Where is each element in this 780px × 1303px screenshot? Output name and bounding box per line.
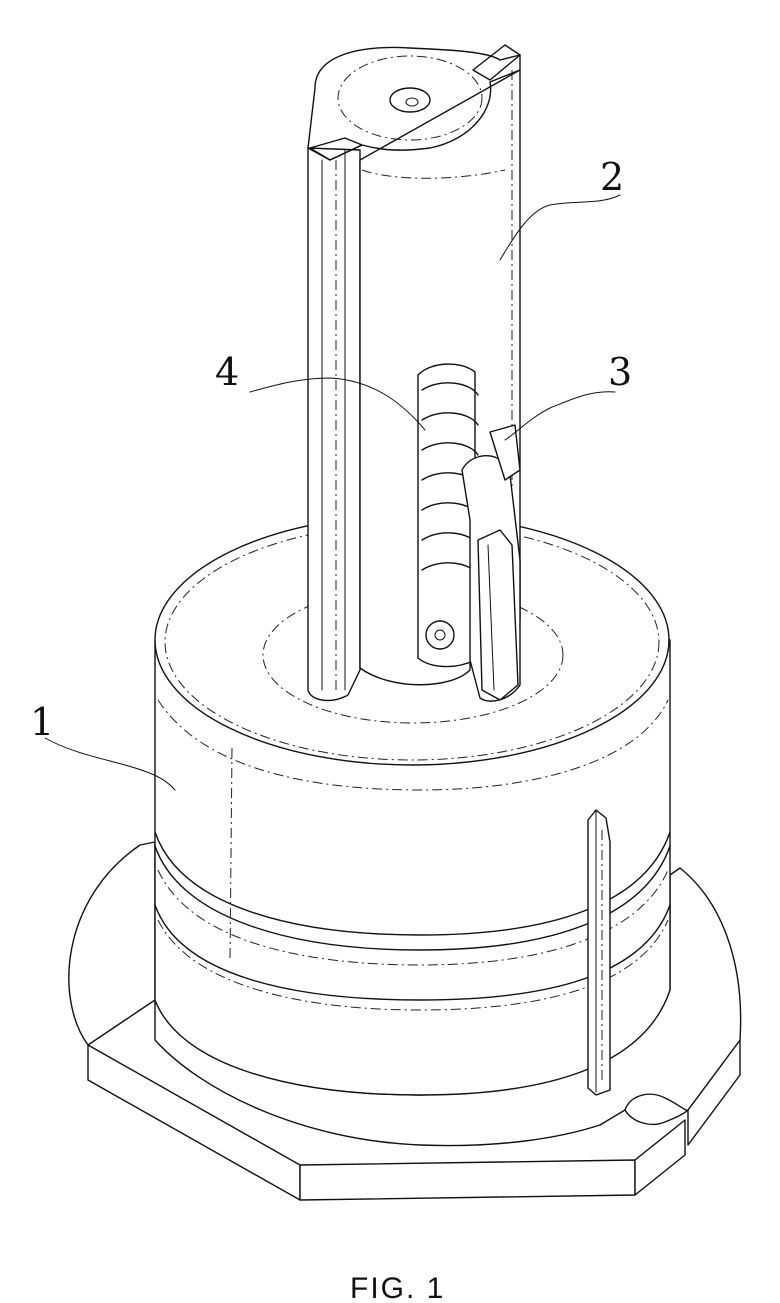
- label-1: 1: [30, 700, 54, 744]
- label-2: 2: [600, 155, 624, 199]
- label-4: 4: [215, 350, 239, 394]
- figure-caption: FIG. 1: [350, 1272, 445, 1303]
- label-3: 3: [608, 350, 632, 394]
- latch-part-3: [462, 425, 520, 701]
- locating-pin: [588, 810, 610, 1095]
